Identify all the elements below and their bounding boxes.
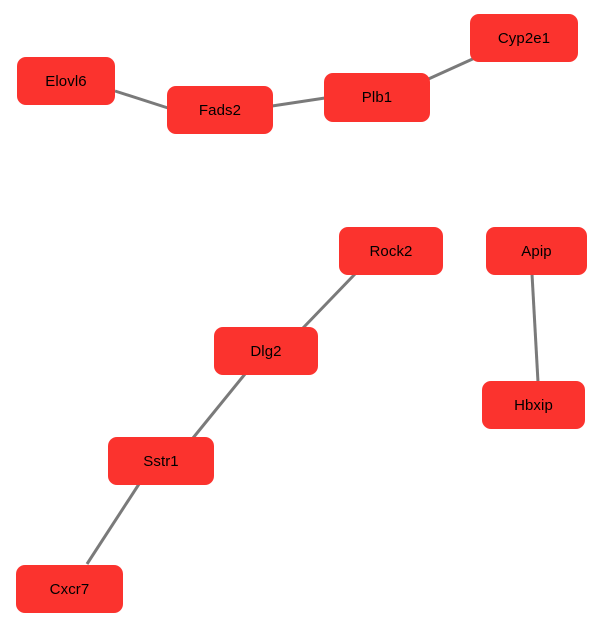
node-hbxip[interactable]: Hbxip (482, 381, 585, 429)
node-label-hbxip: Hbxip (514, 396, 553, 414)
node-label-plb1: Plb1 (361, 89, 393, 106)
node-sstr1[interactable]: Sstr1 (108, 437, 214, 485)
node-label-cyp2e1: Cyp2e1 (497, 29, 551, 47)
node-label-fads2: Fads2 (198, 101, 242, 119)
node-label-elovl6: Elovl6 (45, 72, 87, 90)
node-label-rock2: Rock2 (369, 242, 413, 260)
node-dlg2[interactable]: Dlg2 (214, 327, 318, 375)
node-fads2[interactable]: Fads2 (167, 86, 273, 134)
node-label-apip: Apip (521, 242, 552, 260)
node-plb1[interactable]: Plb1 (324, 73, 430, 122)
node-label-dlg2: Dlg2 (250, 342, 282, 360)
node-apip[interactable]: Apip (486, 227, 587, 275)
node-rock2[interactable]: Rock2 (339, 227, 443, 275)
node-cyp2e1[interactable]: Cyp2e1 (470, 14, 578, 62)
node-elovl6[interactable]: Elovl6 (17, 57, 115, 105)
node-cxcr7[interactable]: Cxcr7 (16, 565, 123, 613)
node-label-sstr1: Sstr1 (143, 452, 179, 470)
node-label-cxcr7: Cxcr7 (49, 580, 90, 598)
